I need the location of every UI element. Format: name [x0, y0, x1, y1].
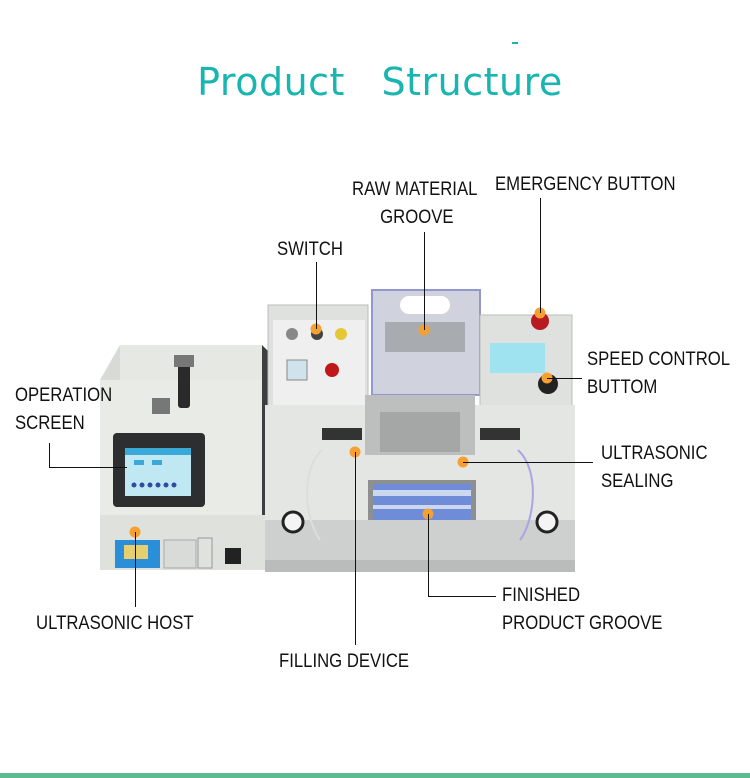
raw-material-groove-leader-line [424, 232, 425, 330]
ultrasonic-sealing-leader-line [463, 462, 593, 463]
label-line: EMERGENCY BUTTON [495, 174, 676, 195]
label-line: ULTRASONIC [601, 443, 708, 464]
label-line: OPERATION [15, 385, 113, 406]
switch-label: SWITCH [277, 236, 343, 264]
emergency-button-leader-line [540, 198, 541, 313]
label-line: BUTTOM [587, 377, 658, 398]
label-line: PRODUCT GROOVE [502, 613, 663, 634]
operation-screen-label: OPERATION SCREEN [15, 382, 112, 438]
label-line: SWITCH [277, 239, 343, 260]
raw-material-groove-marker [418, 324, 430, 336]
speed-control-leader-line [547, 378, 582, 379]
decorative-tick [512, 42, 518, 44]
finished-product-groove-leader-h [428, 596, 496, 597]
label-line: SCREEN [15, 413, 85, 434]
raw-material-groove-label: RAW MATERIAL GROOVE [352, 176, 477, 232]
ultrasonic-host-unit [100, 345, 272, 570]
label-line: SPEED CONTROL [587, 349, 731, 370]
finished-product-groove-label: FINISHED PRODUCT GROOVE [502, 582, 662, 638]
label-line: FILLING DEVICE [279, 651, 410, 672]
emergency-button-label: EMERGENCY BUTTON [495, 171, 676, 199]
emergency-button-marker [534, 307, 546, 319]
label-line: FINISHED [502, 585, 581, 606]
switch-leader-line [316, 262, 317, 329]
operation-screen-leader-line-v [49, 443, 50, 467]
ultrasonic-host-label: ULTRASONIC HOST [36, 610, 194, 638]
speed-control-label: SPEED CONTROL BUTTOM [587, 346, 730, 402]
ultrasonic-sealing-label: ULTRASONIC SEALING [601, 440, 708, 496]
label-line: RAW MATERIAL [352, 179, 478, 200]
label-line: GROOVE [380, 207, 454, 228]
filling-device-leader-line [355, 452, 356, 645]
footer-accent-bar [0, 773, 750, 778]
switch-marker [310, 323, 322, 335]
label-line: SEALING [601, 471, 674, 492]
label-line: ULTRASONIC HOST [36, 613, 194, 634]
ultrasonic-host-leader-line [135, 532, 136, 607]
page-title: Product Structure [197, 60, 563, 104]
finished-product-groove-leader-v [428, 514, 429, 596]
filling-device-label: FILLING DEVICE [279, 648, 409, 676]
sealing-machine-unit [265, 289, 575, 572]
operation-screen-leader-line-h [49, 467, 127, 468]
